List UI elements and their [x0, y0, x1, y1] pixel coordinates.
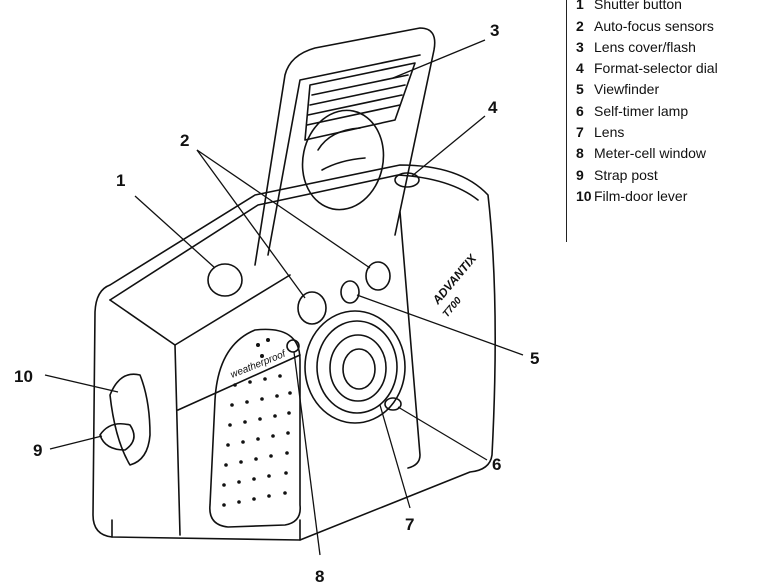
- legend-item: 1 Shutter button: [576, 0, 682, 13]
- legend-label: Viewfinder: [594, 81, 660, 97]
- leader-2b: [196, 149, 371, 269]
- legend-label: Strap post: [594, 167, 658, 183]
- shutter-button: [207, 263, 243, 297]
- legend-item: 3 Lens cover/flash: [576, 38, 696, 56]
- legend-number: 5: [576, 81, 584, 97]
- legend-label: Lens: [594, 124, 625, 140]
- callout-6: 6: [492, 455, 501, 474]
- leader-2a: [196, 149, 306, 299]
- legend-item: 4 Format-selector dial: [576, 59, 718, 77]
- callout-2: 2: [180, 131, 189, 150]
- legend-label: Film-door lever: [594, 188, 688, 204]
- leader-6: [397, 406, 488, 461]
- callout-8: 8: [315, 567, 324, 586]
- legend-number: 6: [576, 103, 584, 119]
- af-sensor-right: [365, 261, 391, 291]
- grip-dots: [222, 338, 292, 507]
- legend-item: 8 Meter-cell window: [576, 144, 706, 162]
- film-door-lever: [109, 373, 151, 466]
- legend-number: 8: [576, 145, 584, 161]
- legend-number: 1: [576, 0, 584, 12]
- callout-5: 5: [530, 349, 539, 368]
- self-timer-lamp: [384, 397, 402, 411]
- leader-7: [379, 404, 411, 509]
- legend-number: 3: [576, 39, 584, 55]
- leader-4: [411, 115, 486, 177]
- leader-8: [293, 351, 321, 556]
- legend-item: 6 Self-timer lamp: [576, 102, 688, 120]
- format-dial: [394, 172, 420, 188]
- callout-9: 9: [33, 441, 42, 460]
- legend-label: Self-timer lamp: [594, 103, 689, 119]
- camera-top: [109, 174, 479, 301]
- leader-9: [49, 435, 103, 450]
- viewfinder-window: [340, 280, 360, 304]
- callout-1: 1: [116, 171, 125, 190]
- legend-label: Shutter button: [594, 0, 682, 12]
- legend-item: 2 Auto-focus sensors: [576, 17, 714, 35]
- af-sensor-left: [297, 291, 327, 325]
- legend-item: 7 Lens: [576, 123, 624, 141]
- legend-number: 2: [576, 18, 584, 34]
- strap-post: [99, 422, 135, 451]
- leader-10: [44, 374, 119, 393]
- legend-item: 9 Strap post: [576, 166, 658, 184]
- leader-3: [392, 39, 486, 79]
- legend-number: 9: [576, 167, 584, 183]
- leader-5: [356, 294, 524, 356]
- meter-cell: [286, 339, 300, 353]
- callout-7: 7: [405, 515, 414, 534]
- legend-number: 10: [576, 188, 592, 204]
- callout-10: 10: [14, 367, 33, 386]
- grip-panel: [209, 328, 302, 528]
- legend-item: 5 Viewfinder: [576, 80, 659, 98]
- callout-4: 4: [488, 98, 498, 117]
- leader-1: [134, 195, 216, 269]
- legend-number: 4: [576, 60, 584, 76]
- legend-number: 7: [576, 124, 584, 140]
- lens-outer: [304, 310, 406, 424]
- legend-label: Auto-focus sensors: [594, 18, 714, 34]
- flash-cover: [254, 27, 436, 266]
- callout-3: 3: [490, 21, 499, 40]
- legend-label: Lens cover/flash: [594, 39, 696, 55]
- legend-label: Meter-cell window: [594, 145, 707, 161]
- legend-label: Format-selector dial: [594, 60, 718, 76]
